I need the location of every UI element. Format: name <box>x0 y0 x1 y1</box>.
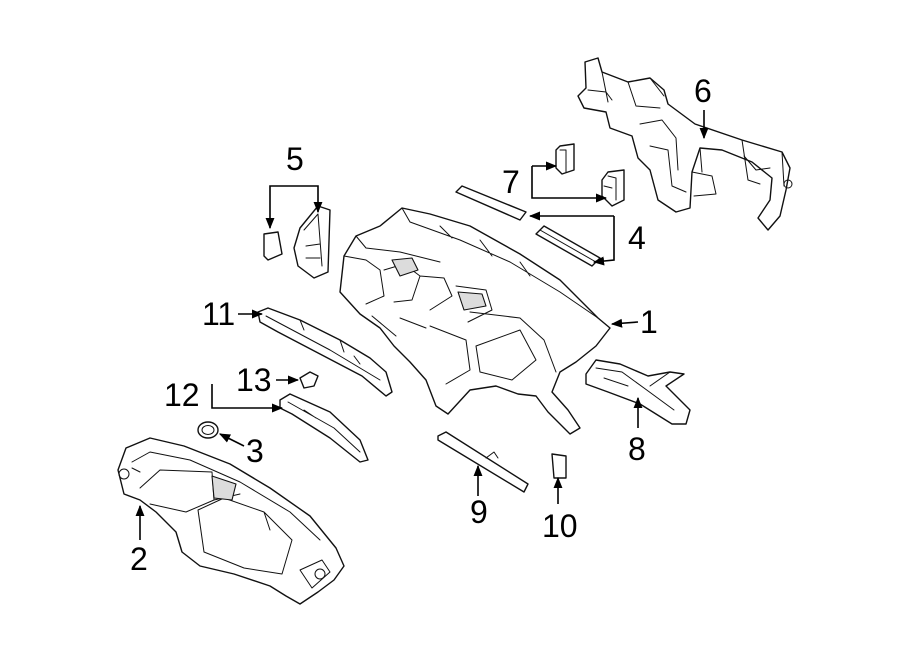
part-13-clip <box>299 371 319 389</box>
callout-10: 10 <box>542 508 578 544</box>
part-5-end-covers <box>263 205 331 279</box>
part-10-clip <box>551 453 567 479</box>
part-3-cap <box>197 421 219 439</box>
part-6-reinforcement-beam <box>577 57 793 231</box>
callout-7: 7 <box>502 164 520 200</box>
part-4-trim-strips <box>455 185 601 267</box>
callout-13: 13 <box>236 362 272 398</box>
callout-8: 8 <box>628 431 646 467</box>
callout-6: 6 <box>694 73 712 109</box>
callout-5: 5 <box>286 141 304 177</box>
callout-11: 11 <box>202 296 235 332</box>
part-9-lower-panel <box>437 431 529 493</box>
part-2-panel-cover <box>117 437 345 605</box>
callout-4: 4 <box>628 220 646 256</box>
callout-1: 1 <box>640 304 658 340</box>
callout-2: 2 <box>130 541 148 577</box>
callout-labels: 1 2 3 4 5 6 7 8 9 10 11 12 13 <box>130 73 712 577</box>
part-11-trim-rail <box>257 307 393 397</box>
part-12-glove-box-frame <box>279 393 369 463</box>
callout-3: 3 <box>246 433 264 469</box>
callout-9: 9 <box>470 494 488 530</box>
part-8-duct-bracket <box>585 359 691 425</box>
part-7-brackets <box>555 143 625 207</box>
callout-leaders <box>135 110 709 540</box>
part-1-instrument-panel <box>339 207 611 435</box>
callout-12: 12 <box>164 377 200 413</box>
